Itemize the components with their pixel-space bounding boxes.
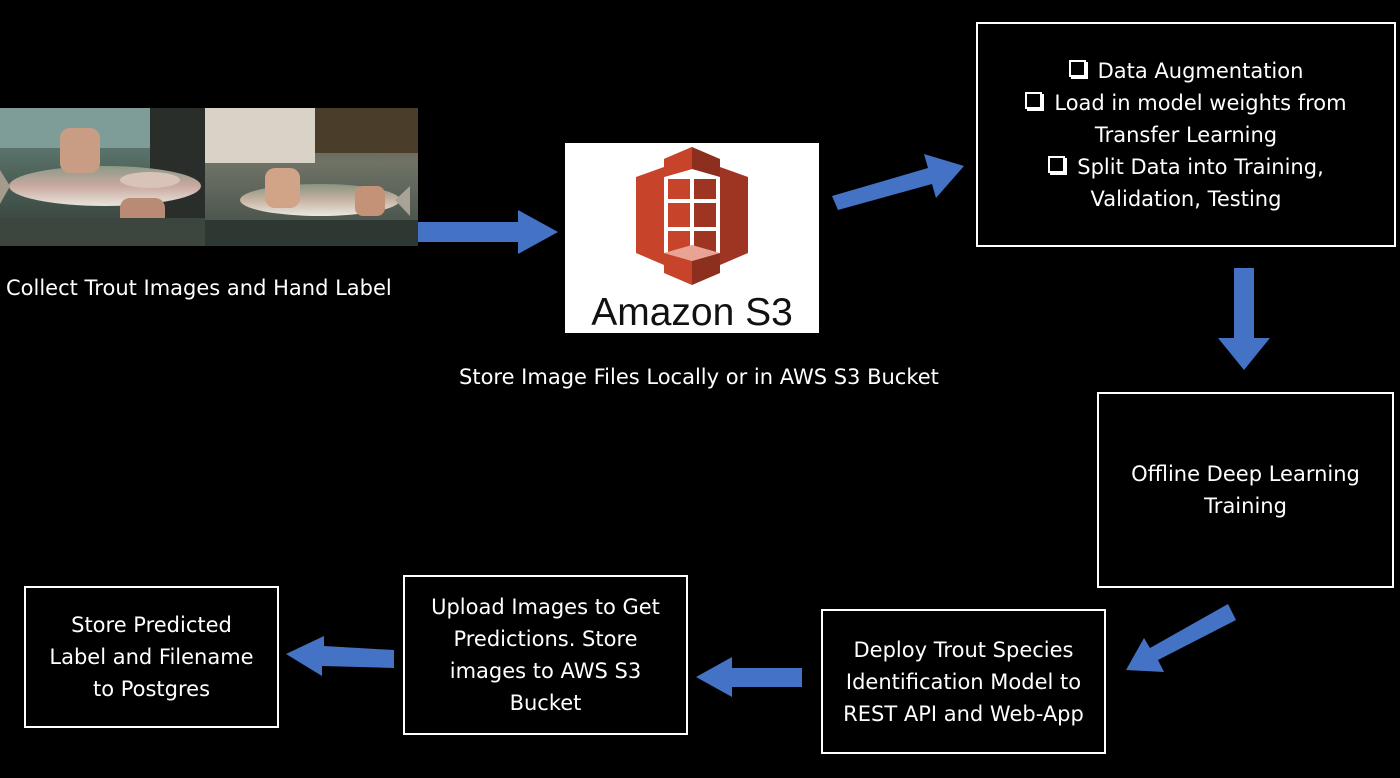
arrow-training-to-deploy: [1126, 604, 1236, 672]
arrow-prep-to-training: [1218, 268, 1270, 370]
training-box: Offline Deep Learning Training: [1097, 392, 1394, 588]
checklist-item-label: Data Augmentation: [1097, 58, 1304, 83]
amazon-s3-wordmark: Amazon S3: [591, 291, 793, 334]
checklist-item-label: Load in model weights from Transfer Lear…: [1054, 90, 1347, 147]
upload-box: Upload Images to Get Predictions. Store …: [403, 575, 688, 735]
arrow-photos-to-s3: [418, 210, 558, 254]
s3-caption: Store Image Files Locally or in AWS S3 B…: [459, 365, 939, 389]
checkbox-icon: [1048, 155, 1066, 173]
store-text: Store Predicted Label and Filename to Po…: [49, 613, 254, 701]
checkbox-icon: [1068, 59, 1086, 77]
deploy-box: Deploy Trout Species Identification Mode…: [821, 609, 1106, 754]
arrow-deploy-to-upload: [696, 657, 802, 697]
trout-photo-left: [0, 108, 205, 246]
checklist-item-label: Split Data into Training, Validation, Te…: [1077, 154, 1324, 211]
checkbox-icon: [1025, 91, 1043, 109]
s3-bucket-icon: [636, 147, 748, 285]
upload-text: Upload Images to Get Predictions. Store …: [431, 595, 660, 715]
arrow-s3-to-prep: [832, 154, 964, 210]
amazon-s3-logo: Amazon S3: [565, 143, 819, 333]
data-prep-box: Data Augmentation Load in model weights …: [976, 22, 1396, 247]
deploy-text: Deploy Trout Species Identification Mode…: [843, 637, 1084, 726]
training-text: Offline Deep Learning Training: [1131, 462, 1360, 518]
checklist-item: Data Augmentation: [1016, 55, 1356, 87]
collect-caption: Collect Trout Images and Hand Label: [6, 276, 392, 300]
trout-photo-right: [205, 108, 418, 246]
checklist-item: Load in model weights from Transfer Lear…: [1016, 87, 1356, 151]
store-box: Store Predicted Label and Filename to Po…: [24, 586, 279, 728]
checklist-item: Split Data into Training, Validation, Te…: [1036, 151, 1336, 215]
data-prep-checklist: Data Augmentation Load in model weights …: [1016, 55, 1356, 215]
arrow-upload-to-store: [286, 636, 394, 676]
